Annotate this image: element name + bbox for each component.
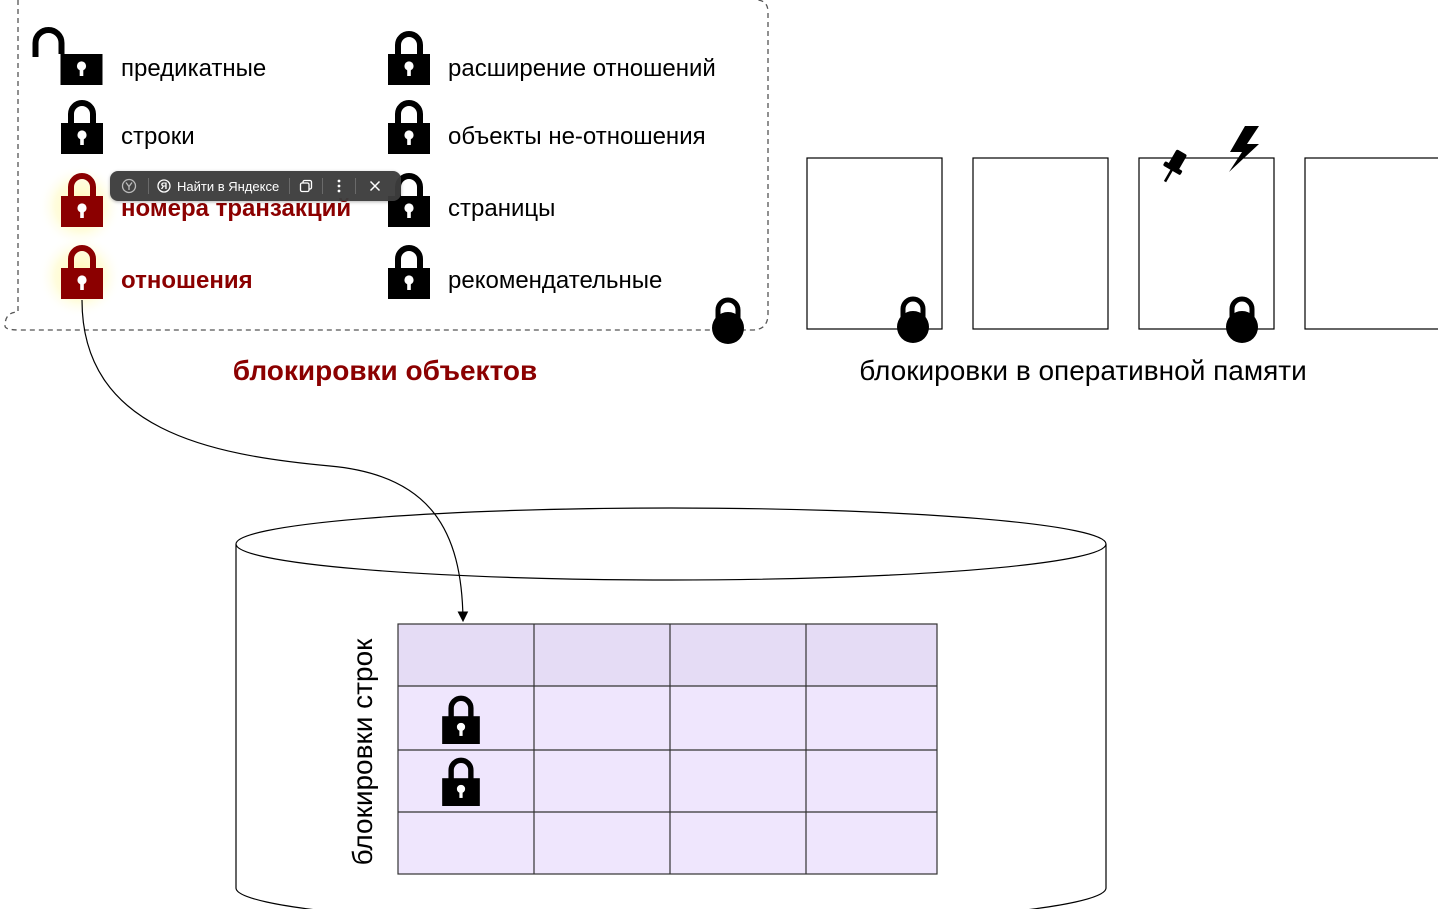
browser-button[interactable] bbox=[110, 171, 148, 201]
lightning-icon bbox=[1229, 126, 1259, 172]
row-locks-table bbox=[397, 623, 938, 875]
search-yandex-label: Найти в Яндексе bbox=[177, 178, 280, 194]
lock-icon bbox=[61, 103, 103, 154]
memory-locks-title: блокировки в оперативной памяти bbox=[859, 355, 1306, 386]
lock-label-non-relation-objects: объекты не-отношения bbox=[448, 123, 706, 150]
copy-icon bbox=[300, 179, 313, 193]
cylinder-top bbox=[235, 507, 1107, 581]
relation-to-row-arrow bbox=[81, 299, 469, 623]
object-locks-title: блокировки объектов bbox=[233, 355, 537, 386]
lock-label-relations: отношения bbox=[121, 267, 253, 294]
more-vertical-icon bbox=[337, 179, 341, 193]
toolbar-divider bbox=[289, 178, 291, 194]
lock-label-advisory: рекомендательные bbox=[448, 267, 662, 294]
search-yandex-button[interactable]: Я Найти в Яндексе bbox=[149, 171, 289, 201]
yandex-search-icon: Я bbox=[157, 179, 171, 193]
memory-page bbox=[1138, 157, 1275, 330]
table-header-row bbox=[398, 624, 937, 686]
lock-label-relation-extension: расширение отношений bbox=[448, 55, 716, 82]
lock-icon bbox=[388, 103, 430, 154]
more-button[interactable] bbox=[323, 171, 355, 201]
table-body bbox=[398, 686, 937, 874]
selection-toolbar: Я Найти в Яндексе bbox=[110, 171, 401, 201]
lock-label-predicate: предикатные bbox=[121, 55, 266, 82]
svg-text:Я: Я bbox=[161, 181, 167, 191]
close-button[interactable] bbox=[356, 171, 394, 201]
copy-button[interactable] bbox=[290, 171, 322, 201]
row-locks-title: блокировки строк bbox=[347, 638, 378, 866]
toolbar-divider bbox=[355, 178, 357, 194]
memory-page bbox=[1304, 157, 1438, 330]
memory-page bbox=[972, 157, 1109, 330]
toolbar-divider bbox=[148, 178, 149, 194]
yandex-browser-icon bbox=[121, 178, 137, 194]
object-locks-boundary bbox=[4, 0, 769, 331]
padlock-icon bbox=[712, 300, 744, 344]
pin-icon bbox=[1163, 149, 1187, 183]
close-icon bbox=[370, 180, 381, 192]
lock-label-rows: строки bbox=[121, 123, 195, 150]
lock-label-pages: страницы bbox=[448, 195, 555, 222]
unlocked-icon bbox=[36, 30, 103, 85]
lock-icon bbox=[388, 34, 430, 85]
memory-locks-group: блокировки в оперативной памяти bbox=[806, 126, 1438, 386]
lock-icon bbox=[388, 248, 430, 299]
toolbar-divider bbox=[322, 178, 324, 194]
